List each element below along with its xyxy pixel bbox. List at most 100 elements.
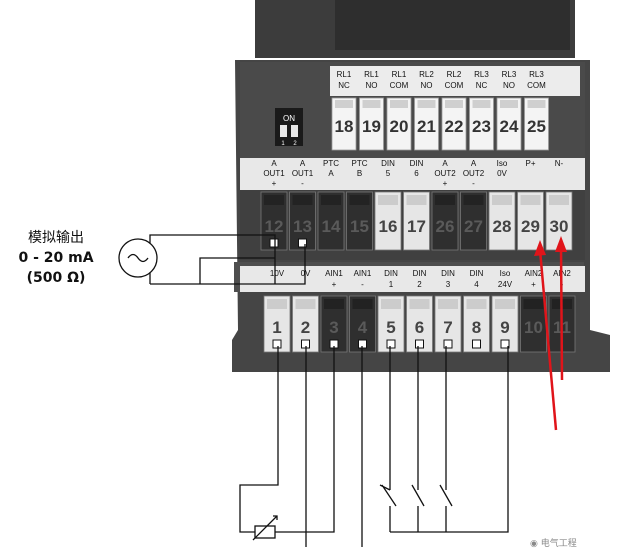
annotation-range: 0 - 20 mA	[18, 250, 93, 266]
terminal-10[interactable]: AIN2+10	[520, 269, 547, 353]
terminal-label-line2: COM	[390, 81, 409, 90]
terminal-label-line3: +	[443, 179, 448, 188]
wire-port	[298, 238, 307, 248]
terminal-label-line3: -	[301, 179, 304, 188]
dip-switch[interactable]: ON 1 2	[275, 108, 303, 147]
terminal-number: 6	[415, 318, 424, 337]
terminal-label-line2: 0V	[497, 169, 507, 178]
terminal-label-line1: AIN1	[354, 269, 372, 278]
terminal-number: 20	[390, 117, 409, 136]
terminal-lever	[378, 195, 398, 205]
terminal-number: 4	[358, 318, 368, 337]
terminal-number: 2	[301, 318, 310, 337]
terminal-label-line1: DIN	[384, 269, 398, 278]
dip-switch-label: ON	[283, 114, 295, 123]
terminal-lever	[362, 100, 381, 108]
terminal-label-line2: +	[531, 280, 536, 289]
terminal-label-line1: DIN	[381, 159, 395, 168]
bottom-label-strip	[240, 266, 585, 292]
terminal-number: 22	[445, 117, 464, 136]
terminal-label-line2: 2	[417, 280, 422, 289]
terminal-label-line1: RL3	[502, 70, 517, 79]
terminal-number: 26	[436, 217, 455, 236]
terminal-number: 9	[500, 318, 509, 337]
terminal-29[interactable]: P+29	[517, 159, 544, 251]
terminal-label-line1: A	[300, 159, 306, 168]
terminal-label-line2: OUT2	[434, 169, 456, 178]
terminal-lever	[335, 100, 353, 108]
terminal-number: 29	[521, 217, 540, 236]
terminal-label-line1: RL1	[364, 70, 379, 79]
terminal-number: 15	[350, 217, 369, 236]
dip-switch-pos-2: 2	[293, 141, 297, 147]
terminal-label-line2: OUT1	[292, 169, 314, 178]
terminal-lever	[435, 195, 455, 205]
terminal-label-line3: +	[272, 179, 277, 188]
annotation-title: 模拟输出	[28, 230, 84, 246]
terminal-label-line2: NC	[338, 81, 350, 90]
terminal-lever	[445, 100, 463, 108]
terminal-lever	[390, 100, 408, 108]
terminal-label-line3: -	[472, 179, 475, 188]
terminal-label-line2: NC	[476, 81, 488, 90]
terminal-label-line1: PTC	[352, 159, 368, 168]
terminal-number: 21	[417, 117, 436, 136]
terminal-label-line2: 4	[474, 280, 479, 289]
terminal-lever	[523, 299, 544, 309]
terminal-label-line1: DIN	[470, 269, 484, 278]
terminal-label-line1: RL2	[447, 70, 462, 79]
terminal-label-line1: A	[271, 159, 277, 168]
annotation-load: (500 Ω)	[27, 270, 86, 286]
terminal-label-line1: N-	[555, 159, 564, 168]
terminal-label-line2: 5	[386, 169, 391, 178]
terminal-3[interactable]: AIN1+3	[320, 269, 348, 353]
terminal-lever	[292, 195, 313, 205]
terminal-label-line1: DIN	[410, 159, 424, 168]
terminal-label-line2: OUT1	[263, 169, 285, 178]
terminal-lever	[520, 195, 541, 205]
red-arrows	[534, 236, 567, 431]
terminal-lever	[381, 299, 401, 309]
terminal-number: 27	[464, 217, 483, 236]
terminal-label-line1: 0V	[301, 269, 311, 278]
input-wiring	[239, 346, 509, 547]
wire-port	[386, 339, 396, 349]
terminal-30[interactable]: N-30	[545, 159, 573, 251]
terminal-lever	[472, 100, 491, 108]
terminal-lever	[438, 299, 458, 309]
terminal-label-line2: NO	[421, 81, 433, 90]
terminal-4[interactable]: AIN1-4	[349, 269, 376, 353]
terminal-lever	[466, 299, 487, 309]
wire-port	[500, 339, 510, 349]
analog-output-circuit	[118, 234, 306, 285]
wire-port	[443, 339, 453, 349]
terminal-number: 1	[272, 318, 281, 337]
wire-port	[472, 339, 481, 349]
wire-port	[415, 339, 424, 349]
terminal-label-line2: 6	[414, 169, 419, 178]
